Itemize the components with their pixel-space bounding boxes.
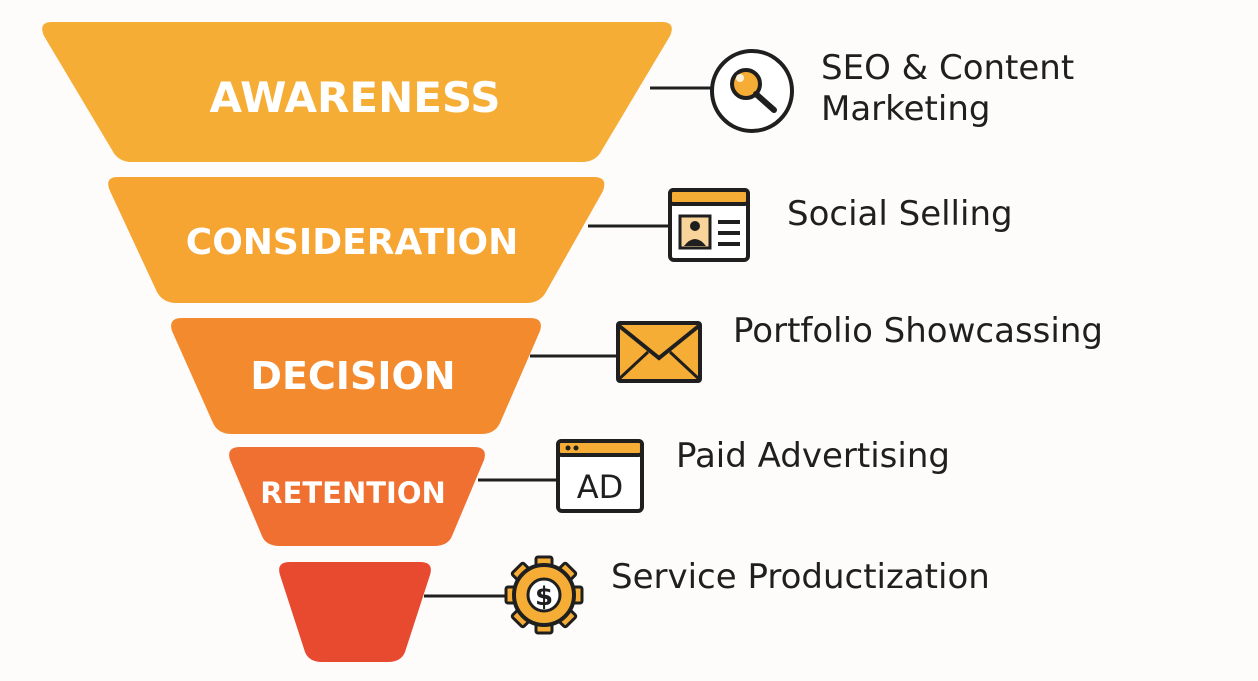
channel-label-social-selling: Social Selling — [787, 194, 1013, 234]
funnel-stage-awareness — [42, 22, 672, 162]
channel-label-portfolio-showcassing: Portfolio Showcassing — [733, 311, 1103, 351]
funnel-stage-retention — [229, 447, 485, 546]
channel-label-line: Marketing — [821, 88, 991, 129]
channel-label-seo-content-marketing: SEO & Content Marketing — [821, 48, 1074, 130]
profile-card-icon — [668, 188, 750, 262]
funnel-stage-final — [279, 562, 431, 662]
ad-icon-text: AD — [577, 468, 624, 506]
channel-label-paid-advertising: Paid Advertising — [676, 436, 950, 476]
dollar-gear-icon: $ — [504, 555, 584, 635]
channel-label-line: SEO & Content — [821, 48, 1075, 88]
funnel-stage-decision — [171, 318, 541, 434]
stage-label-awareness: AWARENESS — [209, 73, 500, 122]
stage-label-retention: RETENTION — [260, 476, 446, 510]
channel-label-service-productization: Service Productization — [611, 557, 990, 597]
magnifier-icon — [710, 49, 794, 133]
stage-label-decision: DECISION — [250, 354, 455, 398]
ad-window-icon: AD — [556, 439, 644, 513]
stage-label-consideration: CONSIDERATION — [186, 222, 518, 263]
dollar-icon-text: $ — [535, 582, 553, 612]
funnel-stage-consideration — [108, 177, 605, 303]
envelope-icon — [616, 321, 702, 383]
